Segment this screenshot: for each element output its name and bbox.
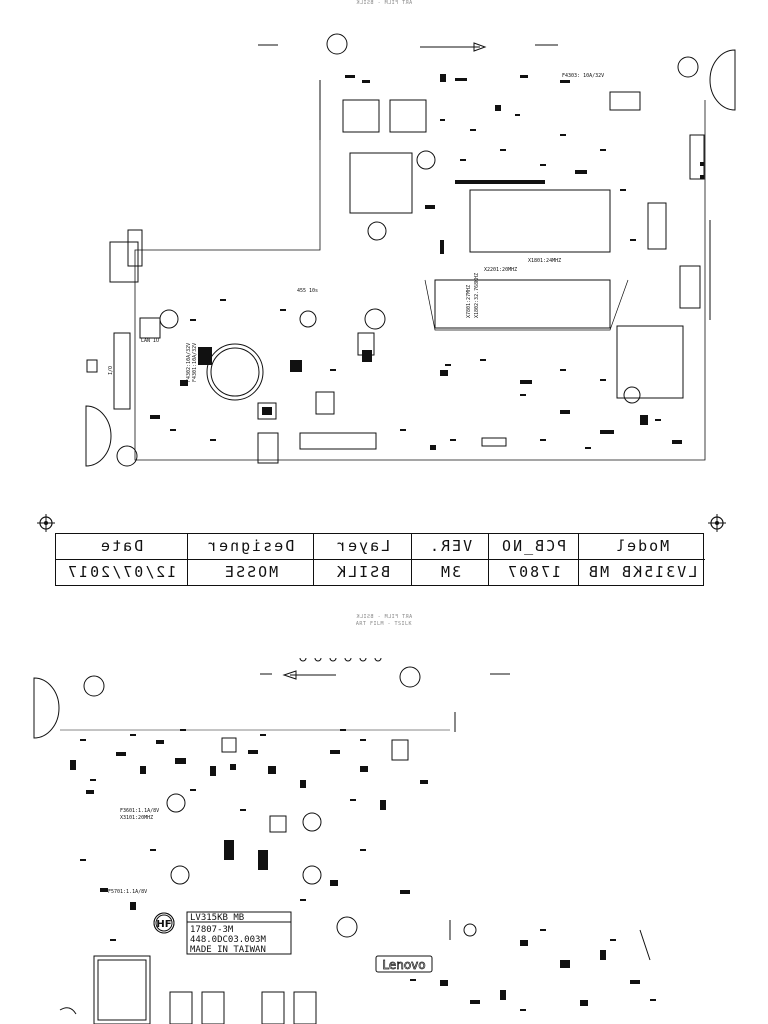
crystal-label-1: X1801:24MHZ xyxy=(528,258,561,264)
model-line-2: 17807-3M xyxy=(190,925,234,935)
value-pcb-no: 17807 xyxy=(489,559,579,585)
model-line-1: LV315KB MB xyxy=(190,913,244,923)
fuse-label-1: F3601:1.1A/8V xyxy=(120,808,159,814)
header-designer: Designer xyxy=(188,534,314,560)
switch-label: 455 10s xyxy=(297,288,318,294)
title-block-table: Date Designer Layer VER. PCB_NO Model 12… xyxy=(55,533,705,586)
fuse-label-side-1: F4302:10A/32V xyxy=(186,343,192,382)
model-line-3: 448.0DC03.003M xyxy=(190,935,266,945)
crystal-label: X3101:20MHZ xyxy=(120,815,153,821)
cert-label: HF xyxy=(156,919,171,930)
lan-label: LAN IO xyxy=(141,338,159,344)
film-caption-middle-2: ART FILM - TSILK xyxy=(355,621,413,627)
io-label: I/O xyxy=(108,366,114,375)
header-date: Date xyxy=(56,534,188,560)
film-caption-middle-1: ART FILM - BSILK xyxy=(355,614,413,620)
value-model: LV315KB MB xyxy=(586,563,698,582)
model-line-4: MADE IN TAIWAN xyxy=(190,945,266,955)
value-version: 3M xyxy=(412,559,489,585)
registration-target-left-icon xyxy=(37,514,55,532)
crystal-label-2: X2201:20MHZ xyxy=(484,267,517,273)
registration-target-right-icon xyxy=(708,514,726,532)
crystal-label-3: X1802:32.768KHZ xyxy=(474,273,480,318)
top-board-silkscreen: F4303: 10A/32V X1801:24MHZ X2201:20MHZ 4… xyxy=(0,20,768,470)
fuse-label-side-2: F4301:10A/32V xyxy=(192,343,198,382)
header-model: Model xyxy=(579,534,705,560)
brand-logo-text: Lenovo xyxy=(382,958,425,972)
header-layer: Layer xyxy=(314,534,412,560)
hf-cert-icon: HF xyxy=(153,912,175,934)
header-version: VER. xyxy=(412,534,489,560)
bottom-board-silkscreen: F3601:1.1A/8V X3101:20MHZ F5701:1.1A/8V … xyxy=(0,640,768,1024)
fuse-label-top: F4303: 10A/32V xyxy=(562,73,604,79)
value-designer: MOSSE xyxy=(188,559,314,585)
value-date: 12/07/2017 xyxy=(56,559,188,585)
lenovo-logo: Lenovo xyxy=(382,958,426,973)
film-caption-top: ART FILM - BSILK xyxy=(355,0,413,6)
value-layer: BSILK xyxy=(314,559,412,585)
crystal-label-4: X7801:27MHZ xyxy=(466,285,472,318)
fuse-label-2: F5701:1.1A/8V xyxy=(108,889,147,895)
header-pcb-no: PCB_NO xyxy=(489,534,579,560)
